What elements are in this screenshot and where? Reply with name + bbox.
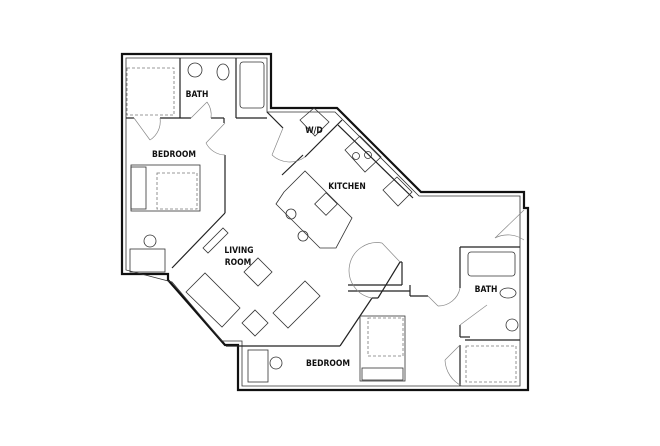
room-label-bath-2: BATH [475, 285, 498, 295]
room-label-bedroom-1: BEDROOM [152, 150, 196, 160]
doors [133, 101, 525, 387]
room-label-kitchen: KITCHEN [328, 182, 366, 192]
room-label-living-1: LIVING [224, 246, 253, 256]
room-label-bath-1: BATH [186, 90, 209, 100]
outer-wall [120, 52, 530, 392]
room-label-bedroom-2: BEDROOM [306, 359, 350, 369]
room-label-living-2: ROOM [225, 258, 252, 268]
furniture [126, 61, 519, 383]
interior-walls [126, 58, 520, 386]
room-label-wd: W/D [305, 126, 323, 136]
